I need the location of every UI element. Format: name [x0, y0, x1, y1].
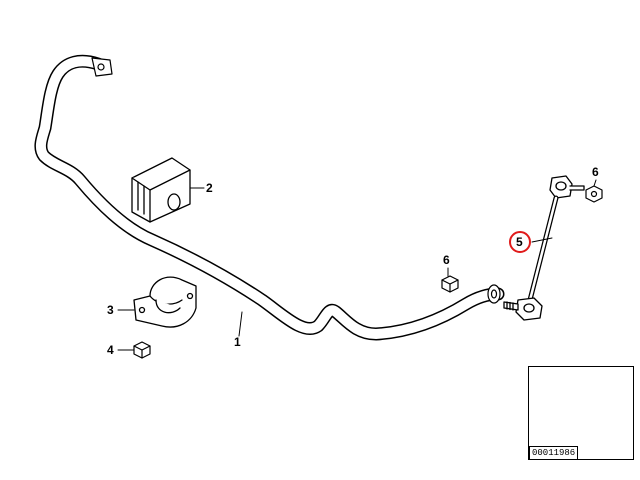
self-locking-nut-upper — [585, 185, 603, 203]
callout-part-6-lower: 6 — [443, 253, 450, 267]
callout-part-2: 2 — [206, 181, 213, 195]
callout-part-6-upper: 6 — [592, 165, 599, 179]
leader-lines — [117, 179, 597, 351]
diagram-id: 00011986 — [529, 446, 579, 460]
callout-part-1: 1 — [234, 335, 241, 349]
stabilizer-bar — [34, 54, 505, 341]
callout-part-3: 3 — [107, 303, 114, 317]
bracket — [133, 276, 197, 328]
stabilizer-link — [503, 175, 585, 321]
callout-part-5: 5 — [516, 235, 523, 249]
locator-thumbnail — [528, 366, 634, 460]
nut-4 — [133, 341, 151, 359]
bar-end-right — [487, 284, 501, 304]
self-locking-nut-lower — [441, 275, 459, 293]
callout-part-4: 4 — [107, 343, 114, 357]
highlight-circle — [509, 231, 531, 253]
bar-end-upper — [91, 57, 113, 77]
rubber-mounting — [131, 157, 191, 223]
